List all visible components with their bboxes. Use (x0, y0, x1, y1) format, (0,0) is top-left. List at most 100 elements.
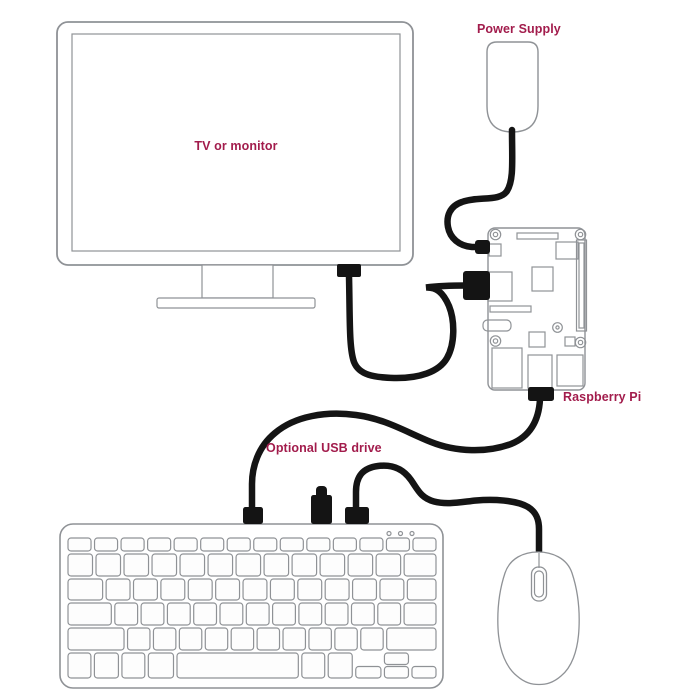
keyboard-key (291, 553, 318, 577)
monitor-stand-base (156, 297, 316, 309)
power-cable (444, 126, 516, 251)
keyboard-cable-connector (243, 507, 263, 524)
pi-usb-plug (528, 387, 554, 401)
keyboard-key (140, 602, 165, 626)
pi-power-plug (475, 240, 490, 254)
keyboard-key (360, 627, 384, 651)
pi-screw-center (555, 325, 560, 330)
keyboard-keys (67, 537, 437, 679)
keyboard-key (347, 553, 374, 577)
power-supply (486, 41, 539, 133)
keyboard-key (160, 578, 186, 601)
keyboard-key (327, 652, 353, 679)
keyboard-key (269, 578, 295, 601)
keyboard-key (411, 665, 437, 679)
keyboard-key (334, 627, 358, 651)
keyboard-key (67, 602, 112, 626)
keyboard-key (324, 578, 350, 601)
pi-display-slot (489, 305, 532, 313)
optional-usb-drive-label: Optional USB drive (266, 441, 382, 455)
keyboard-key (350, 602, 375, 626)
keyboard-key (282, 627, 307, 651)
pi-pcb (487, 227, 586, 391)
mouse-scroll-wheel (530, 566, 548, 602)
keyboard-key (279, 537, 304, 552)
pi-chip-small (528, 331, 546, 348)
tv-monitor (56, 21, 414, 309)
monitor-stand-neck (201, 264, 274, 299)
pi-usb-port-double (491, 347, 523, 389)
keyboard-key (245, 602, 270, 626)
pi-component-square (564, 336, 576, 347)
keyboard-key (403, 553, 437, 577)
keyboard-led (397, 530, 404, 537)
keyboard-led (409, 530, 415, 537)
raspberry-pi-board (463, 227, 588, 401)
keyboard-key (126, 627, 151, 651)
keyboard-key (193, 602, 218, 626)
keyboard-key (230, 627, 255, 651)
mouse (497, 551, 580, 686)
keyboard-key (200, 537, 225, 552)
keyboard-key (179, 553, 206, 577)
pi-screw (552, 322, 563, 333)
keyboard-key (379, 578, 405, 601)
raspberry-pi-label: Raspberry Pi (563, 390, 642, 404)
usb-flash-drive (311, 486, 332, 524)
power-supply-label: Power Supply (477, 22, 561, 36)
keyboard-key (114, 602, 139, 626)
keyboard-key (67, 537, 92, 552)
keyboard-key (147, 652, 175, 679)
keyboard-key (298, 602, 323, 626)
pi-camera-slot (516, 232, 559, 240)
keyboard-key (178, 627, 203, 651)
usb-drive-body (311, 495, 332, 524)
keyboard-key (123, 553, 150, 577)
keyboard-key (93, 652, 120, 679)
keyboard-key (385, 537, 411, 552)
keyboard-key (377, 602, 402, 626)
keyboard-key (403, 602, 437, 626)
keyboard-key (324, 602, 349, 626)
keyboard-key (219, 602, 244, 626)
pi-gpio-header-inner (578, 242, 585, 329)
pi-gpio-header (575, 239, 588, 332)
keyboard-key (308, 627, 332, 651)
keyboard-key (105, 578, 131, 601)
keyboard-key (207, 553, 234, 577)
tv-or-monitor-label: TV or monitor (194, 139, 278, 153)
keyboard (59, 486, 444, 689)
power-supply-body (486, 41, 539, 133)
keyboard-key (351, 578, 378, 601)
pi-hdmi-plug (463, 271, 490, 300)
mouse-cable-connector (345, 507, 369, 524)
pi-soc-chip (531, 266, 554, 292)
keyboard-key (306, 537, 331, 552)
keyboard-key (235, 553, 262, 577)
keyboard-key (152, 627, 177, 651)
keyboard-key (120, 537, 145, 552)
keyboard-key (253, 537, 278, 552)
keyboard-key (204, 627, 229, 651)
monitor-hdmi-connector (337, 264, 361, 277)
keyboard-key (332, 537, 357, 552)
keyboard-key (406, 578, 437, 601)
keyboard-led (386, 530, 392, 537)
keyboard-key (386, 627, 437, 651)
keyboard-key (67, 652, 92, 679)
keyboard-key (375, 553, 402, 577)
keyboard-key (215, 578, 241, 601)
keyboard-key (297, 578, 323, 601)
keyboard-key (301, 652, 326, 679)
keyboard-key (93, 537, 119, 552)
keyboard-key (355, 665, 382, 679)
keyboard-key (412, 537, 437, 552)
keyboard-key (226, 537, 251, 552)
keyboard-indicator-leds (386, 530, 415, 537)
keyboard-key (383, 665, 410, 679)
keyboard-key (256, 627, 281, 651)
keyboard-key (67, 627, 125, 651)
mouse-body (497, 551, 580, 686)
